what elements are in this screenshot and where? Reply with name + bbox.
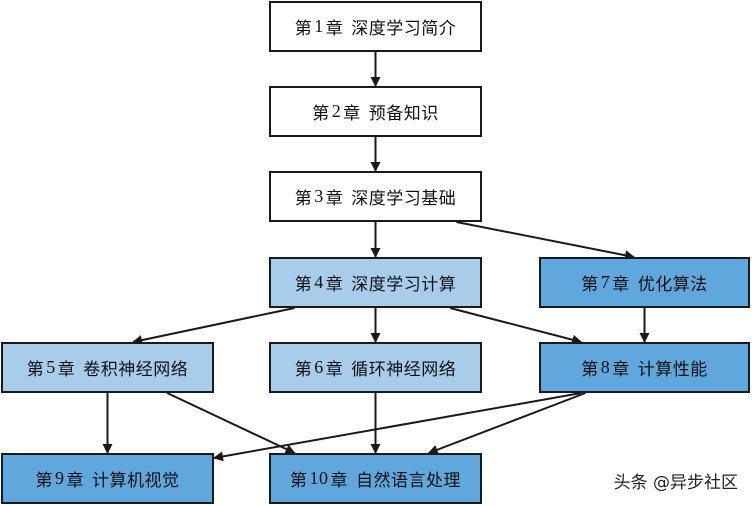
chapter-suffix: 章 [57,360,76,380]
chapter-prefix: 第 [294,360,313,380]
chapter-suffix: 章 [343,104,361,124]
chapter-suffix: 章 [330,471,348,491]
chapter-number: 1 [314,16,324,36]
chapter-title: 循环神经网络 [351,360,457,380]
edge-ch5-to-ch10 [166,392,296,454]
chapter-prefix: 第 [35,471,53,491]
edge-ch4-to-ch5 [132,307,295,346]
chapter-prefix: 第 [290,471,308,491]
chapter-prefix: 第 [294,19,313,39]
chapter-prefix: 第 [312,104,330,124]
chapter-suffix: 章 [325,275,344,295]
chapter-prefix: 第 [581,360,599,380]
chapter-title: 计算性能 [637,360,708,380]
chapter-suffix: 章 [66,471,84,491]
chapter-number: 8 [600,357,611,377]
chapter-number: 7 [600,272,611,292]
chapter-number: 6 [314,357,324,377]
chapter-number: 3 [314,186,324,206]
chapter-suffix: 章 [612,360,630,380]
chapter-title: 卷积神经网络 [83,360,189,380]
edge-ch3-to-ch7 [456,221,635,261]
chapter-number: 10 [309,468,329,488]
chapter-number: 4 [314,272,324,292]
edge-ch8-to-ch9 [213,392,582,462]
watermark-text: 头条 @异步社区 [613,473,738,493]
chapter-prefix: 第 [26,360,45,380]
chapter-suffix: 章 [325,19,344,39]
chapter-title: 优化算法 [637,275,708,295]
edge-ch8-to-ch10 [427,392,586,455]
chapter-suffix: 章 [612,275,630,295]
chapter-prefix: 第 [581,275,599,295]
chapter-title: 深度学习简介 [351,19,457,39]
chapter-prefix: 第 [294,189,313,209]
chapter-title: 深度学习计算 [351,275,457,295]
chapter-title: 预备知识 [368,104,439,124]
chapter-title: 计算机视觉 [92,471,180,491]
chapter-title: 自然语言处理 [356,471,461,491]
chapter-number: 9 [55,468,65,488]
edge-ch4-to-ch8 [449,307,583,345]
chapter-number: 5 [46,357,56,377]
chapter-suffix: 章 [325,360,344,380]
chapter-suffix: 章 [325,189,344,209]
chapter-prefix: 第 [294,275,313,295]
chapter-number: 2 [331,101,342,121]
chapter-title: 深度学习基础 [351,189,457,209]
